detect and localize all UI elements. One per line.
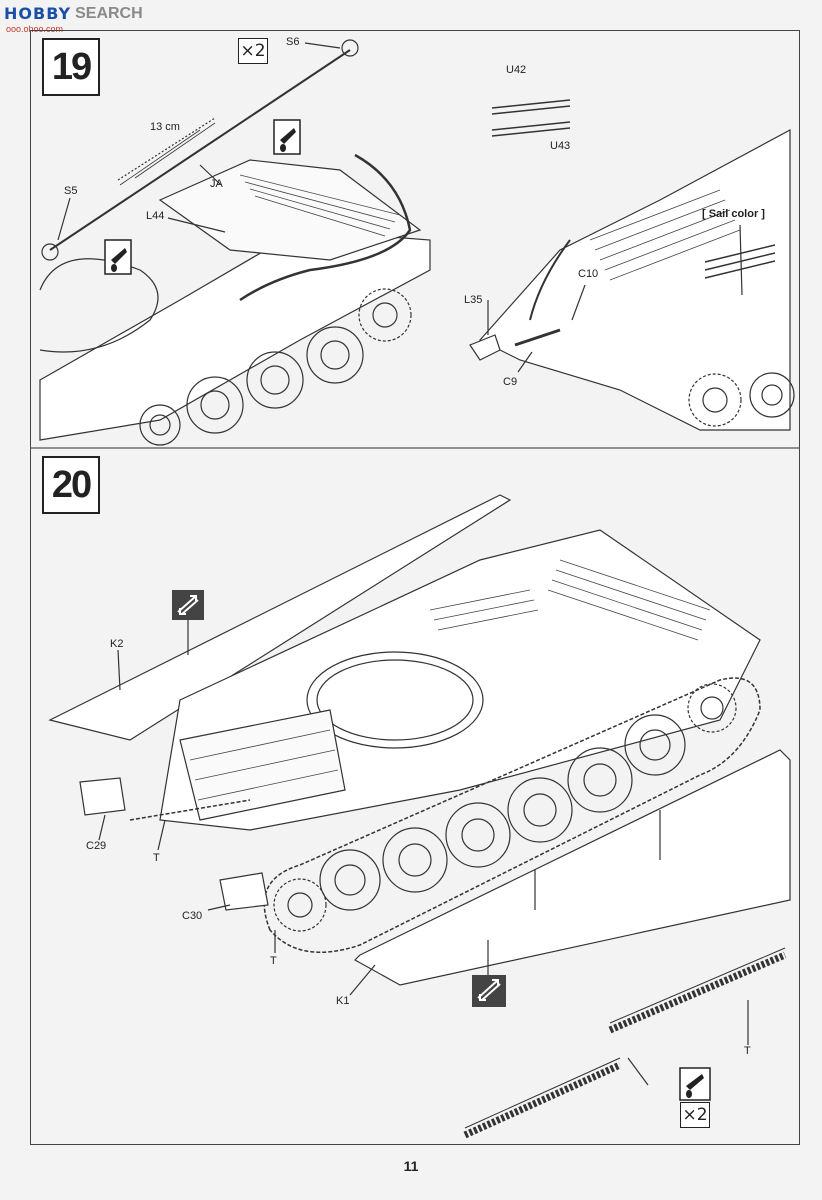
label-t-1: T <box>153 852 160 864</box>
step-20-quantity: ×2 <box>680 1102 710 1128</box>
label-c9: C9 <box>503 376 518 388</box>
label-t-2: T <box>270 955 277 967</box>
label-t-3: T <box>744 1045 751 1057</box>
page-number: 11 <box>403 1158 419 1174</box>
watermark-text: SEARCH <box>75 4 143 22</box>
step-19-number: 19 <box>42 38 100 96</box>
label-ja: JA <box>210 178 223 190</box>
label-length: 13 cm <box>150 121 180 133</box>
label-c10: C10 <box>578 268 599 280</box>
watermark-logo: HOBBY <box>4 4 72 23</box>
label-l35: L35 <box>464 294 483 306</box>
label-k2: K2 <box>110 638 124 650</box>
opposite-side-icon <box>472 975 506 1007</box>
label-u43: U43 <box>550 140 571 152</box>
glue-icon <box>104 239 132 275</box>
step-20-number: 20 <box>42 456 100 514</box>
hobbysearch-watermark: HOBBY SEARCH <box>4 4 143 23</box>
watermark-url: ooo.ohoo.com <box>6 24 64 34</box>
label-s6: S6 <box>286 36 300 48</box>
label-k1: K1 <box>336 995 350 1007</box>
label-c30: C30 <box>182 910 203 922</box>
glue-icon <box>679 1067 711 1101</box>
label-u42: U42 <box>506 64 527 76</box>
label-c29: C29 <box>86 840 107 852</box>
label-sail-color: [ Sail color ] <box>702 208 765 220</box>
page-frame <box>30 30 800 1145</box>
glue-icon <box>273 119 301 155</box>
step-19-quantity: ×2 <box>238 38 268 64</box>
label-s5: S5 <box>64 185 78 197</box>
opposite-side-icon <box>172 590 204 620</box>
label-l44: L44 <box>146 210 165 222</box>
